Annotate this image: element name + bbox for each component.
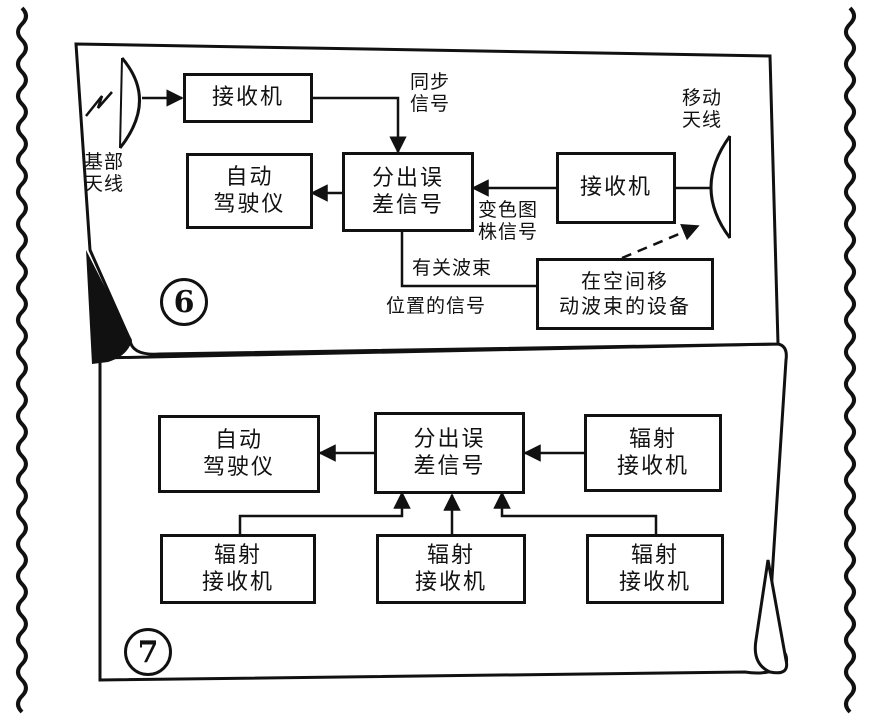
curl-left [86, 250, 132, 364]
radiation-receiver-bottom-left: 辐射 接收机 [160, 534, 316, 604]
ground-antenna-label: 基部天线 [84, 151, 125, 195]
receiver-box-top: 接收机 [183, 73, 313, 123]
position-signal-label: 位置的信号 [386, 295, 487, 317]
right-film-border [844, 6, 856, 714]
arrow-position-signal [400, 232, 536, 288]
arrow-sync-signal [312, 96, 407, 154]
arrow7-right2-receiver [493, 491, 658, 534]
radiation-receiver-right: 辐射 接收机 [584, 414, 722, 492]
radiation-receiver-bottom-mid: 辐射 接收机 [376, 534, 526, 604]
sync-signal-label: 同步信号 [410, 71, 451, 115]
curl-right [753, 559, 789, 675]
mobile-antenna-icon [709, 135, 732, 239]
scroll-sheet-7 [98, 342, 789, 682]
receiver-box-right: 接收机 [556, 152, 676, 224]
beam-label: 有关波束 [412, 257, 493, 279]
mobile-antenna-label: 移动天线 [682, 87, 723, 131]
left-film-border [16, 6, 28, 714]
variable-signal-label: 变色图株信号 [478, 199, 539, 243]
beam-device-box: 在空间移 动波束的设备 [536, 258, 714, 330]
ground-antenna-icon [118, 57, 141, 149]
beam-dashed-link [621, 224, 700, 260]
error-extractor-box-7: 分出误 差信号 [374, 412, 525, 494]
arrow7-left-receiver [238, 491, 411, 534]
receiver-right-label: 接收机 [579, 175, 652, 201]
receiver-top-label: 接收机 [211, 85, 284, 111]
lightning-icon [85, 91, 113, 117]
diagram-number-7: 7 [124, 628, 172, 676]
autopilot-box-7: 自动 驾驶仪 [158, 415, 320, 493]
autopilot-box-6: 自动 驾驶仪 [186, 153, 313, 229]
radiation-receiver-bottom-right: 辐射 接收机 [586, 534, 724, 604]
diagram-number-6: 6 [160, 278, 208, 326]
error-extractor-box-6: 分出误 差信号 [342, 152, 474, 232]
